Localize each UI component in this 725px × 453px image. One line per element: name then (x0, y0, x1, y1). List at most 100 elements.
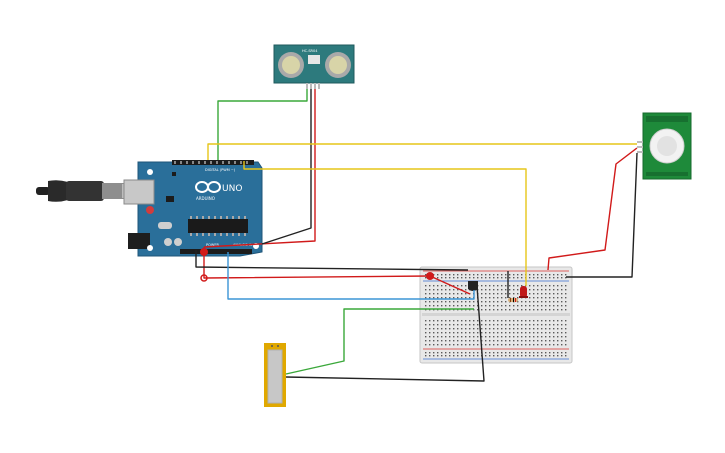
breadboard-hole (433, 320, 435, 322)
breadboard-hole (493, 340, 495, 342)
wire-green-ultrasonic (217, 89, 308, 160)
breadboard-hole (549, 332, 551, 334)
breadboard-hole (461, 305, 463, 307)
breadboard-hole (537, 340, 539, 342)
breadboard-hole (453, 305, 455, 307)
breadboard-hole (485, 332, 487, 334)
breadboard-hole (545, 301, 547, 303)
breadboard-hole (513, 297, 515, 299)
breadboard-hole (505, 355, 507, 357)
breadboard-hole (541, 328, 543, 330)
breadboard-hole (513, 336, 515, 338)
breadboard-hole (533, 332, 535, 334)
breadboard-hole (465, 320, 467, 322)
breadboard-hole (529, 320, 531, 322)
breadboard-hole (437, 320, 439, 322)
ultrasonic-sensor[interactable]: HC-SR04 (273, 44, 355, 89)
breadboard-hole (533, 328, 535, 330)
breadboard-hole (445, 305, 447, 307)
breadboard-hole (493, 301, 495, 303)
breadboard-hole (537, 274, 539, 276)
breadboard-hole (481, 297, 483, 299)
breadboard-hole (541, 332, 543, 334)
breadboard-hole (449, 305, 451, 307)
breadboard-hole (497, 309, 499, 311)
breadboard-hole (513, 352, 515, 354)
breadboard-hole (509, 277, 511, 279)
breadboard-hole (521, 336, 523, 338)
breadboard-hole (493, 309, 495, 311)
breadboard-hole (477, 355, 479, 357)
breadboard-hole (433, 340, 435, 342)
breadboard-hole (513, 293, 515, 295)
breadboard-hole (545, 309, 547, 311)
breadboard-hole (461, 336, 463, 338)
breadboard-hole (517, 336, 519, 338)
resistor-icon[interactable] (508, 298, 518, 302)
breadboard-hole (533, 324, 535, 326)
breadboard-hole (553, 285, 555, 287)
breadboard-hole (461, 277, 463, 279)
breadboard-hole (533, 297, 535, 299)
breadboard-hole (449, 355, 451, 357)
breadboard-hole (453, 289, 455, 291)
breadboard-hole (541, 340, 543, 342)
breadboard-hole (525, 305, 527, 307)
breadboard-hole (453, 352, 455, 354)
breadboard-hole (545, 336, 547, 338)
breadboard-hole (465, 324, 467, 326)
breadboard-hole (521, 355, 523, 357)
breadboard-hole (493, 355, 495, 357)
breadboard-hole (437, 277, 439, 279)
breadboard-hole (489, 324, 491, 326)
breadboard-hole (557, 301, 559, 303)
breadboard-hole (469, 305, 471, 307)
breadboard-hole (461, 301, 463, 303)
breadboard-hole (533, 285, 535, 287)
pir-sensor-icon[interactable] (637, 112, 692, 180)
breadboard-hole (461, 320, 463, 322)
breadboard-hole (449, 297, 451, 299)
breadboard-hole (469, 277, 471, 279)
led-icon[interactable] (519, 286, 528, 298)
breadboard-hole (469, 355, 471, 357)
breadboard-hole (441, 289, 443, 291)
breadboard-hole (477, 344, 479, 346)
breadboard-hole (481, 336, 483, 338)
breadboard-hole (497, 301, 499, 303)
breadboard-hole (513, 340, 515, 342)
breadboard-hole (541, 305, 543, 307)
breadboard-hole (437, 340, 439, 342)
wires (195, 89, 638, 382)
breadboard-hole (437, 344, 439, 346)
breadboard-hole (469, 352, 471, 354)
breadboard-hole (521, 309, 523, 311)
breadboard-hole (425, 352, 427, 354)
breadboard-hole (561, 289, 563, 291)
breadboard-hole (553, 340, 555, 342)
breadboard-hole (521, 320, 523, 322)
breadboard-hole (497, 328, 499, 330)
breadboard-hole (481, 324, 483, 326)
breadboard-hole (537, 277, 539, 279)
breadboard-hole (469, 297, 471, 299)
transistor-icon[interactable] (468, 281, 478, 291)
breadboard-hole (465, 355, 467, 357)
breadboard-hole (485, 289, 487, 291)
breadboard-hole (557, 320, 559, 322)
breadboard-hole (481, 328, 483, 330)
breadboard-hole (501, 328, 503, 330)
arduino-uno-board[interactable]: UNO ARDUINO DIGITAL (PWM ~) POWER ANALOG… (123, 160, 263, 257)
breadboard-hole (489, 289, 491, 291)
breadboard-hole (497, 305, 499, 307)
breadboard-hole (549, 293, 551, 295)
breadboard-hole (445, 289, 447, 291)
breadboard-hole (565, 309, 567, 311)
breadboard-hole (449, 274, 451, 276)
breadboard-hole (545, 355, 547, 357)
flex-sensor-icon[interactable] (264, 343, 286, 407)
breadboard-hole (453, 277, 455, 279)
breadboard-hole (425, 277, 427, 279)
breadboard-hole (477, 274, 479, 276)
breadboard-hole (505, 274, 507, 276)
